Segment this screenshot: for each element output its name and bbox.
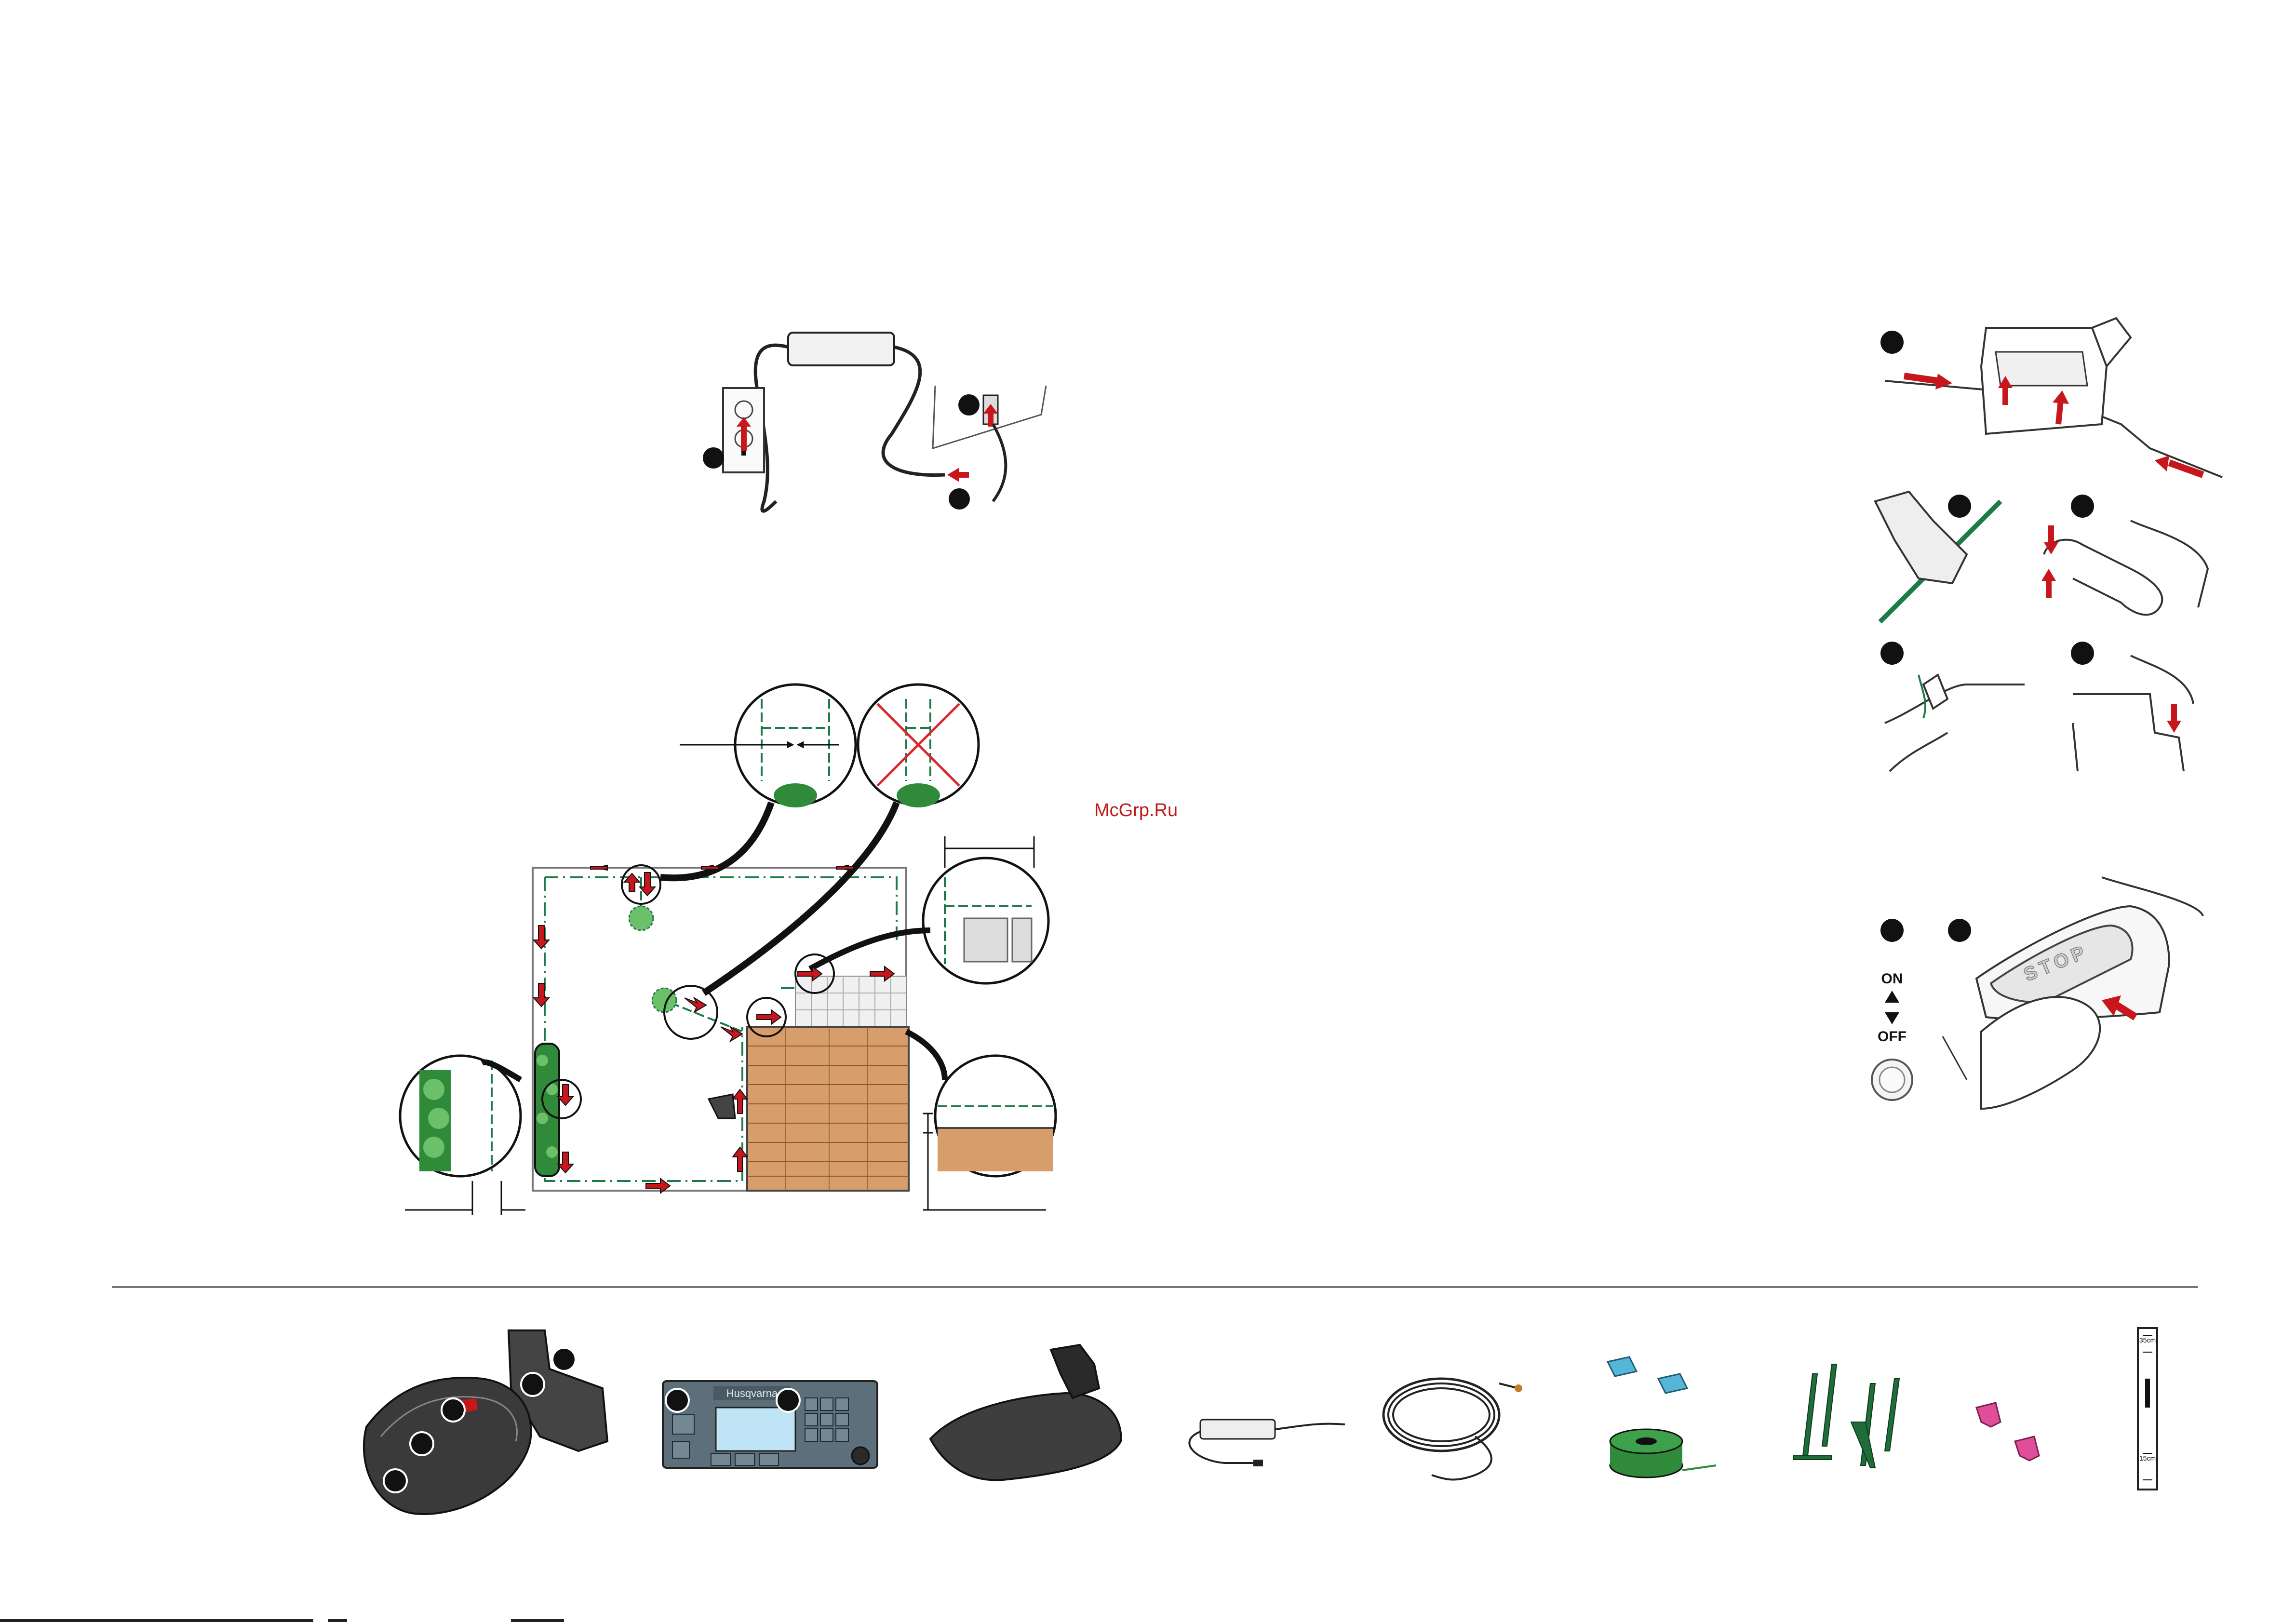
connector-icon bbox=[1608, 1357, 1687, 1393]
power-supply-icon bbox=[788, 333, 894, 365]
ruler-mid-mark: 15cm bbox=[2139, 1454, 2156, 1462]
step-badge bbox=[958, 394, 980, 416]
callout-badge bbox=[777, 1389, 800, 1412]
charging-station-icon bbox=[709, 1094, 735, 1118]
power-supply-illustration bbox=[703, 333, 1046, 511]
step-badge bbox=[2071, 495, 2094, 518]
low-voltage-cable bbox=[1383, 1379, 1522, 1479]
hedge bbox=[535, 1044, 559, 1176]
detail-circle-correct bbox=[680, 684, 856, 807]
display-screen bbox=[716, 1408, 795, 1451]
wooden-deck bbox=[747, 1027, 909, 1191]
step-badge bbox=[1880, 919, 1904, 942]
step-badge bbox=[1880, 642, 1904, 665]
ruler-top-mark: 35cm bbox=[2139, 1336, 2156, 1344]
measuring-ruler: 35cm 15cm bbox=[2138, 1328, 2157, 1490]
step-badge bbox=[1948, 919, 1971, 942]
measurement-clips bbox=[1976, 1403, 2039, 1461]
detail-circle-tiles bbox=[923, 858, 1048, 983]
connection-steps-illustration bbox=[1875, 318, 2222, 771]
power-supply bbox=[1189, 1420, 1345, 1466]
on-label: ON bbox=[1881, 971, 1903, 987]
callout-badge bbox=[442, 1398, 465, 1422]
bush bbox=[629, 906, 653, 930]
brand-label: Husqvarna bbox=[726, 1387, 778, 1399]
installation-layout-diagram bbox=[400, 684, 1056, 1215]
step-badge bbox=[1880, 331, 1904, 354]
detail-circle-hedge bbox=[400, 1056, 521, 1176]
step-badge bbox=[703, 447, 724, 469]
step-badge bbox=[949, 488, 970, 510]
callout-badge bbox=[666, 1389, 689, 1412]
step-badge bbox=[1948, 495, 1971, 518]
mower-icon bbox=[364, 1330, 607, 1514]
control-panel: Husqvarna bbox=[663, 1381, 877, 1468]
paving-tiles bbox=[795, 976, 906, 1029]
callout-badge bbox=[521, 1373, 544, 1396]
callout-badge bbox=[552, 1348, 576, 1371]
callout-badge bbox=[410, 1432, 433, 1455]
boundary-wire-spool bbox=[1610, 1429, 1716, 1477]
charging-plate bbox=[930, 1345, 1121, 1480]
detail-circle-deck-edge bbox=[935, 1056, 1056, 1176]
power-switch-illustration: ON OFF STOP bbox=[1872, 877, 2203, 1109]
detail-circle-incorrect bbox=[858, 684, 979, 807]
staple-icon bbox=[1793, 1364, 1899, 1468]
package-contents: Husqvarna bbox=[364, 1328, 2157, 1514]
step-badge bbox=[2071, 642, 2094, 665]
off-label: OFF bbox=[1878, 1029, 1907, 1045]
callout-badge bbox=[384, 1469, 407, 1492]
